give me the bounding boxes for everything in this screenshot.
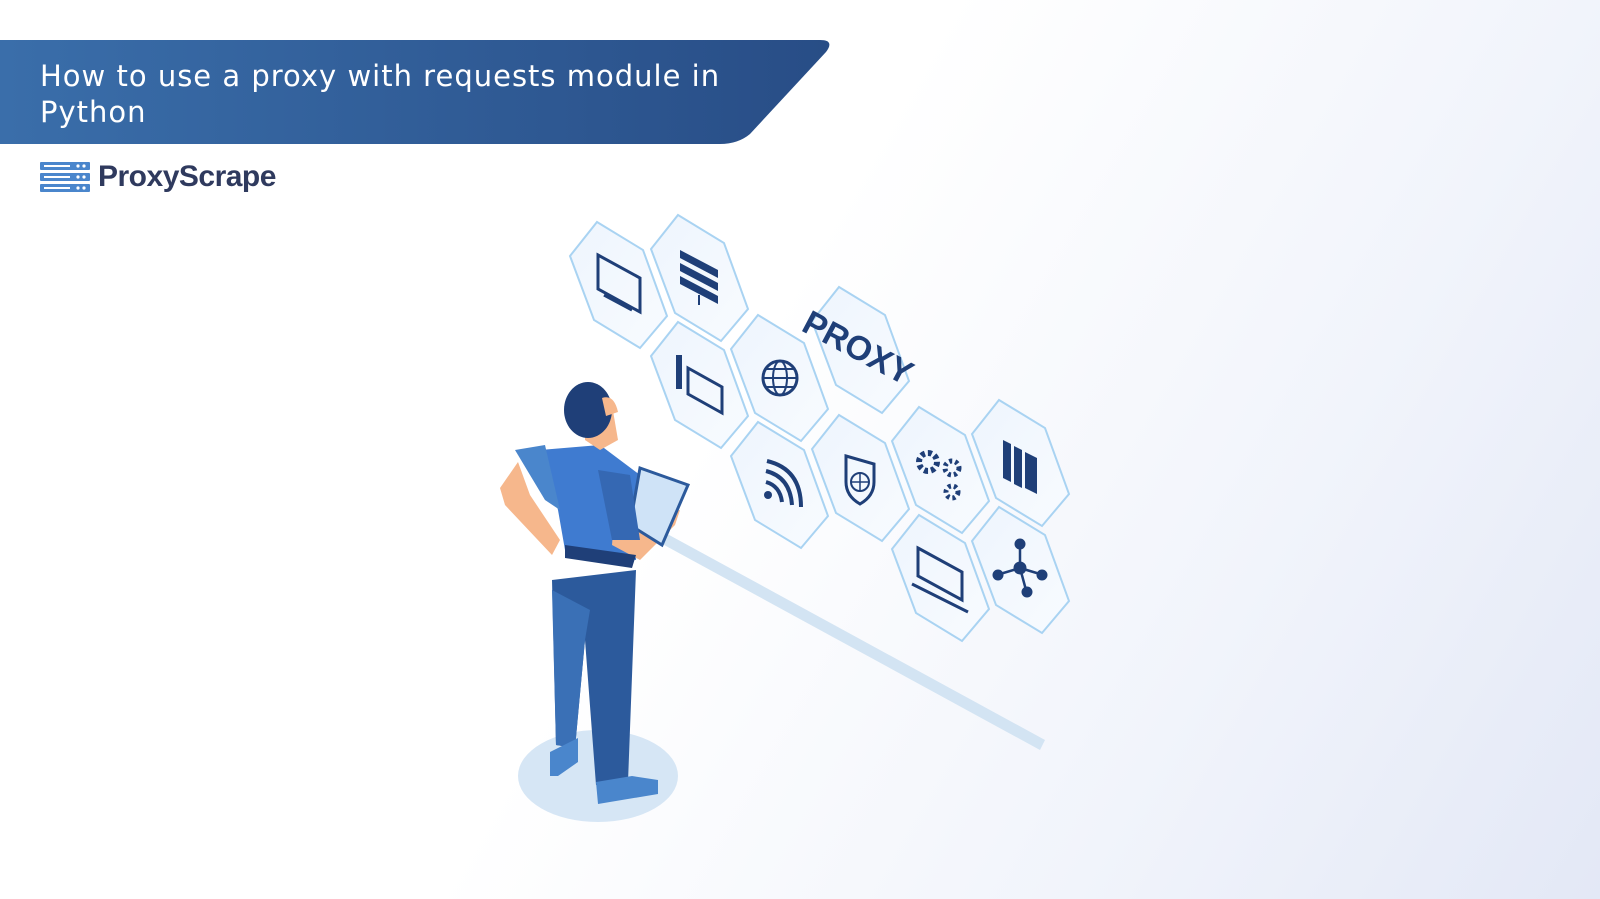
server-icon [649,213,750,343]
shield-globe-icon [810,413,911,543]
brand-logo[interactable]: ProxyScrape [40,160,276,194]
floor-beam [655,530,1045,750]
globe-icon [729,313,830,443]
desktop-icon [649,320,750,450]
wifi-icon [729,420,830,550]
banner-shape [0,40,830,144]
title-banner [0,40,850,147]
page-title: How to use a proxy with requests module … [40,59,721,129]
books-icon [970,398,1071,528]
gears-icon [890,405,991,535]
laptop-icon [890,513,991,643]
network-icon [970,505,1071,635]
brand-name: ProxyScrape [98,160,276,193]
person-figure [500,382,691,804]
monitor-icon [568,220,669,350]
server-stack-logo-icon [40,162,90,192]
